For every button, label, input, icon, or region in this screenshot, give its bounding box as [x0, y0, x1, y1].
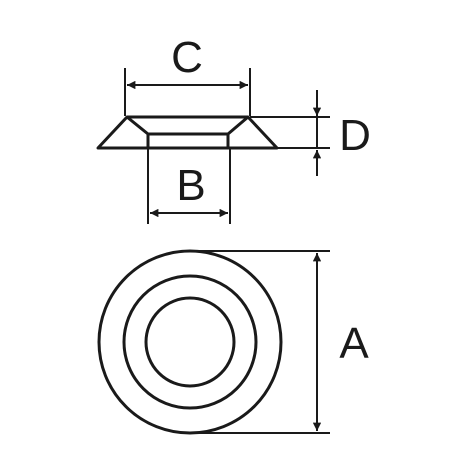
dimension-b-label: B	[176, 161, 205, 210]
dimension-d	[250, 90, 330, 176]
dimension-d-label: D	[339, 111, 371, 160]
dimension-c-label: C	[171, 33, 203, 82]
inner-bore-circle	[144, 296, 236, 388]
side-view	[96, 115, 279, 150]
inner-bevel-left	[126, 115, 149, 136]
dimension-b	[147, 148, 231, 224]
inner-bevel-right	[227, 115, 249, 136]
dimension-a	[190, 250, 330, 434]
dimension-c	[124, 68, 251, 116]
middle-circle	[122, 274, 258, 410]
dimension-a-label: A	[339, 319, 369, 368]
outer-circle	[97, 249, 283, 435]
top-view	[97, 249, 283, 435]
